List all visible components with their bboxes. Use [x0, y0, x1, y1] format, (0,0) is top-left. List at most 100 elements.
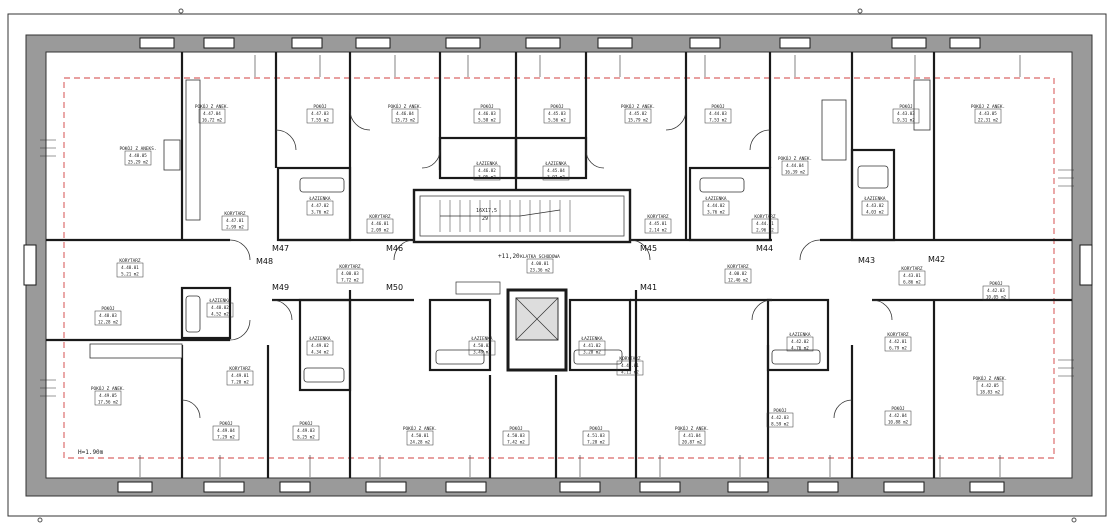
room-label-box: [94, 310, 122, 326]
room-name: POKÓJ: [773, 407, 787, 414]
room-code: 4.42.03: [771, 415, 789, 420]
room-area: 8,25 m2: [297, 435, 315, 440]
dimension-ticks: [40, 55, 1074, 477]
room-name: POKÓJ: [219, 420, 233, 427]
grid-marker-icon: [37, 517, 43, 523]
room-label-box: [624, 108, 652, 124]
room-area: 7,28 m2: [231, 380, 249, 385]
room-label-box: [702, 200, 730, 216]
unit-label-m43: M43: [858, 256, 875, 265]
room-name: POKÓJ: [299, 420, 313, 427]
room-area: 3,97 m2: [547, 175, 565, 180]
room-name: KORYTARZ: [119, 258, 141, 264]
room-code: 4.42.02: [791, 339, 809, 344]
room-name: KORYTARZ: [887, 332, 909, 338]
room-name: KORYTARZ: [754, 214, 776, 220]
unit-label-m45: M45: [640, 244, 657, 253]
room-code: 4.43.05: [979, 111, 997, 116]
room-code: 4.46.03: [478, 111, 496, 116]
room-area: 10,05 m2: [986, 295, 1007, 300]
room-name: ŁAZIENKA: [544, 161, 567, 167]
room-name: POKÓJ: [899, 103, 913, 110]
stair-spec: 16X17,5: [476, 208, 497, 214]
unit-label-m49: M49: [272, 283, 289, 292]
room-label-box: [306, 200, 334, 216]
room-label-box: [543, 108, 571, 124]
room-area: 9,31 m2: [897, 118, 915, 123]
room-code: 4.47.04: [203, 111, 221, 116]
room-label-box: [644, 218, 672, 234]
room-name: POKÓJ Z ANEKS.: [119, 145, 156, 152]
room-name: ŁAZIENKA: [863, 196, 886, 202]
room-label-box: [898, 270, 926, 286]
unit-label-m47: M47: [272, 244, 289, 253]
room-code: 4.46.04: [396, 111, 414, 116]
room-name: POKÓJ Z ANEK.: [778, 155, 812, 162]
room-code: 4.49.05: [99, 393, 117, 398]
room-area: 7,55 m2: [311, 118, 329, 123]
room-label-box: [116, 262, 144, 278]
room-name: POKÓJ: [313, 103, 327, 110]
room-label-box: [221, 215, 249, 231]
room-name: ŁAZIENKA: [308, 336, 331, 342]
room-code: 4.45.03: [548, 111, 566, 116]
grid-marker-icon: [1071, 517, 1077, 523]
room-label-box: [124, 150, 152, 166]
room-label-box: [982, 285, 1010, 301]
room-label-box: [306, 108, 334, 124]
room-code: 4.47.01: [226, 218, 244, 223]
room-code: 4.44.01: [756, 221, 774, 226]
room-code: 4.49.03: [297, 428, 315, 433]
room-code: 4.45.01: [649, 221, 667, 226]
room-name: POKÓJ: [509, 425, 523, 432]
room-label-box: [861, 200, 889, 216]
room-label-box: [366, 218, 394, 234]
room-name: POKÓJ: [101, 305, 115, 312]
room-area: 3,76 m2: [311, 210, 329, 215]
room-name: KORYTARZ: [369, 214, 391, 220]
room-label-box: [473, 108, 501, 124]
room-label-box: [226, 370, 254, 386]
room-name: POKÓJ: [550, 103, 564, 110]
room-code: 4.41.01: [621, 363, 639, 368]
room-code: 4.51.03: [587, 433, 605, 438]
room-code: 4.48.05: [129, 153, 147, 158]
room-code: 4.41.02: [583, 343, 601, 348]
room-area: 15,79 m2: [628, 118, 649, 123]
room-name: POKÓJ: [891, 405, 905, 412]
room-area: 4,03 m2: [866, 210, 884, 215]
room-code: 4.00.02: [729, 271, 747, 276]
room-label-box: [976, 380, 1004, 396]
room-area: 6,79 m2: [889, 346, 907, 351]
room-area: 12,46 m2: [728, 278, 749, 283]
room-label-box: [212, 425, 240, 441]
room-name: KORYTARZ: [619, 356, 641, 362]
room-label-box: [781, 160, 809, 176]
room-area: 20,87 m2: [682, 440, 703, 445]
room-code: 4.49.04: [217, 428, 235, 433]
room-code: 4.43.02: [866, 203, 884, 208]
